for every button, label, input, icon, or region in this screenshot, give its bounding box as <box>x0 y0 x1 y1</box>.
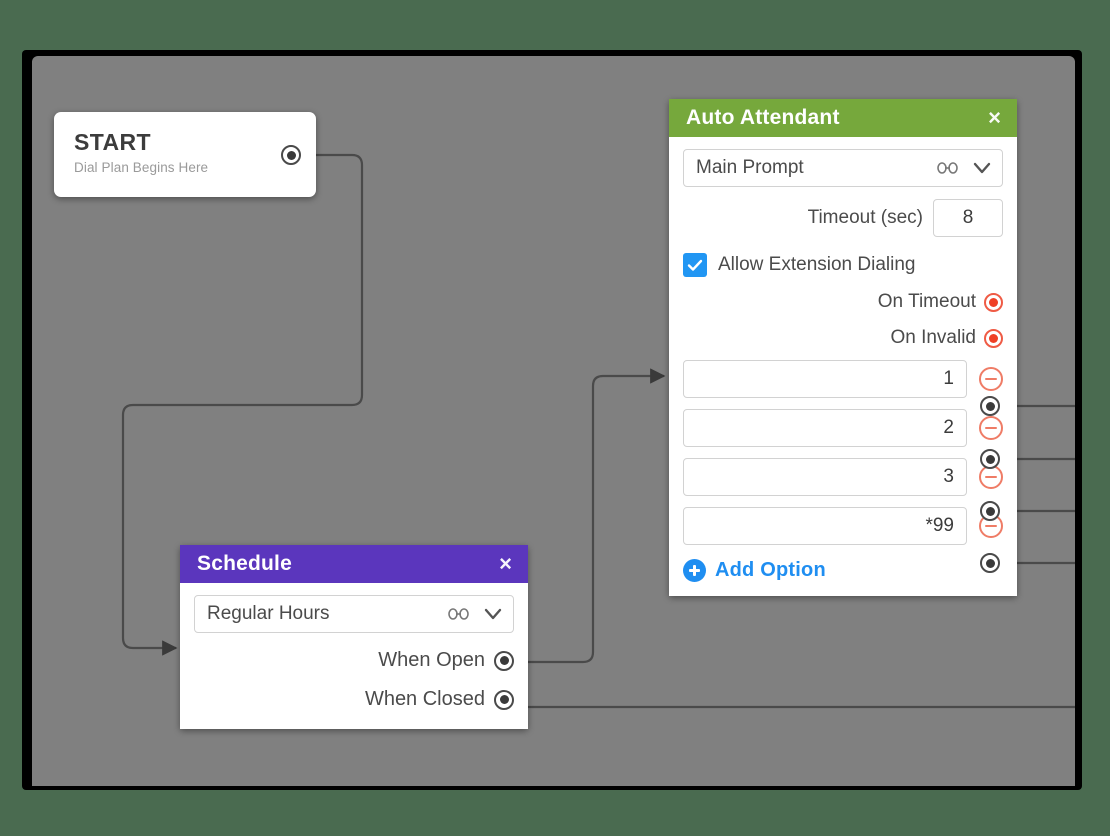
close-icon[interactable]: × <box>988 105 1001 130</box>
remove-option-icon-2[interactable] <box>979 416 1003 440</box>
add-option-label: Add Option <box>715 559 826 581</box>
on-timeout-row: On Timeout <box>683 291 1003 313</box>
hours-select[interactable]: Regular Hours <box>194 595 514 633</box>
option-row <box>683 507 1003 545</box>
on-timeout-port[interactable] <box>984 292 1003 312</box>
on-invalid-port[interactable] <box>984 328 1003 348</box>
auto-attendant-title: Auto Attendant <box>686 106 840 129</box>
hours-value: Regular Hours <box>207 603 330 624</box>
when-open-row: When Open <box>194 649 514 672</box>
option-input-3[interactable] <box>683 458 967 496</box>
allow-extension-dialing-label: Allow Extension Dialing <box>718 254 916 275</box>
timeout-input[interactable] <box>933 199 1003 237</box>
option-2-output-port[interactable] <box>980 449 1000 469</box>
auto-attendant-header: Auto Attendant × <box>669 99 1017 137</box>
schedule-panel[interactable]: Schedule × Regular Hours <box>180 545 528 729</box>
timeout-label: Timeout (sec) <box>807 207 923 228</box>
plus-icon <box>683 559 706 582</box>
option-1-output-port[interactable] <box>980 396 1000 416</box>
option-row <box>683 360 1003 398</box>
on-invalid-label: On Invalid <box>890 327 976 348</box>
main-prompt-value: Main Prompt <box>696 157 804 178</box>
option-row <box>683 409 1003 447</box>
main-prompt-select[interactable]: Main Prompt <box>683 149 1003 187</box>
allow-extension-dialing-row[interactable]: Allow Extension Dialing <box>683 253 1003 277</box>
start-node[interactable]: START Dial Plan Begins Here <box>54 112 316 197</box>
when-closed-label: When Closed <box>364 688 485 710</box>
option-input-99[interactable] <box>683 507 967 545</box>
start-subtitle: Dial Plan Begins Here <box>74 160 209 176</box>
when-closed-row: When Closed <box>194 688 514 711</box>
option-input-2[interactable] <box>683 409 967 447</box>
start-title: START <box>74 129 151 155</box>
auto-attendant-panel[interactable]: Auto Attendant × Main Prompt <box>669 99 1017 596</box>
chevron-down-icon[interactable] <box>483 607 503 621</box>
schedule-body: Regular Hours When Open <box>180 583 528 729</box>
add-option-button[interactable]: Add Option <box>683 559 1003 582</box>
allow-extension-dialing-checkbox[interactable] <box>683 253 707 277</box>
option-3-output-port[interactable] <box>980 501 1000 521</box>
on-invalid-row: On Invalid <box>683 327 1003 349</box>
when-open-output-port[interactable] <box>494 650 514 671</box>
link-icon[interactable] <box>448 607 469 621</box>
when-open-label: When Open <box>378 649 485 671</box>
link-icon[interactable] <box>937 161 958 175</box>
chevron-down-icon[interactable] <box>972 161 992 175</box>
close-icon[interactable]: × <box>499 551 512 576</box>
option-row <box>683 458 1003 496</box>
schedule-header: Schedule × <box>180 545 528 583</box>
remove-option-icon-1[interactable] <box>979 367 1003 391</box>
option-input-1[interactable] <box>683 360 967 398</box>
on-timeout-label: On Timeout <box>877 291 976 312</box>
when-closed-output-port[interactable] <box>494 689 514 710</box>
auto-attendant-body: Main Prompt Timeout (sec) <box>669 137 1017 596</box>
option-99-output-port[interactable] <box>980 553 1000 573</box>
schedule-title: Schedule <box>197 552 292 575</box>
start-output-port[interactable] <box>281 145 301 165</box>
timeout-row: Timeout (sec) <box>683 199 1003 237</box>
